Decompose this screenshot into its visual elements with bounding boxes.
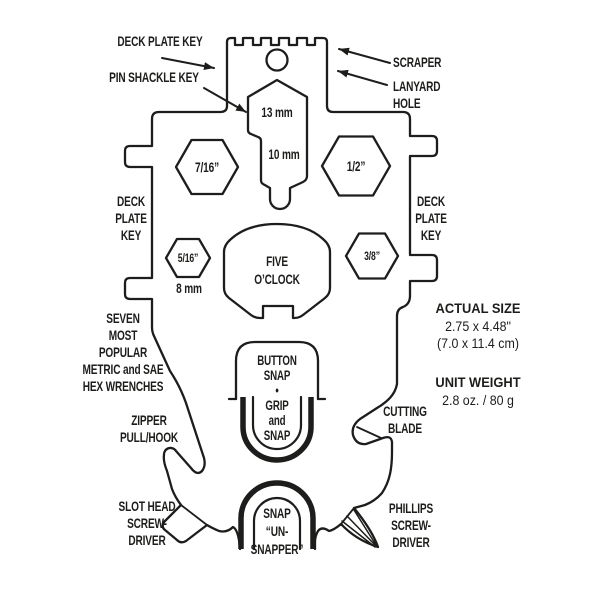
hex-cutout-1-2 — [322, 137, 390, 196]
marking-hex-5-16: 5/16” — [177, 251, 199, 265]
callout-pin-shackle-key: PIN SHACKLE KEY — [109, 69, 199, 85]
marking-hex-3-8: 3/8” — [364, 249, 380, 263]
marking-13-mm: 13 mm — [261, 104, 293, 120]
callout-lanyard-hole: LANYARD HOLE — [393, 78, 441, 111]
grip-snap-channel-inner — [253, 397, 301, 449]
lanyard-hole-cutout — [267, 50, 288, 71]
callout-hex-wrench-note: SEVEN MOST POPULAR METRIC and SAE HEX WR… — [82, 310, 164, 394]
callout-deck-plate-key-top: DECK PLATE KEY — [117, 33, 203, 49]
unsnapper-arch-inner — [254, 498, 300, 549]
actual-size-title: ACTUAL SIZE — [435, 300, 521, 316]
callout-phillips-screwdriver: PHILLIPS SCREW- DRIVER — [388, 500, 434, 550]
marking-10-mm: 10 mm — [268, 146, 300, 162]
button-snap-dome — [236, 342, 318, 399]
bottle-opener-cutout — [224, 224, 330, 318]
callout-deck-plate-key-right: DECK PLATE KEY — [415, 193, 447, 243]
actual-size-inches: 2.75 x 4.48" — [445, 318, 511, 334]
cutting-blade-bevel — [357, 427, 381, 438]
tool-outline — [125, 38, 437, 549]
marking-five-oclock: FIVE O’CLOCK — [254, 253, 300, 287]
spec-unit-weight: UNIT WEIGHT 2.8 oz. / 80 g — [418, 374, 538, 409]
marking-hex-1-2: 1/2” — [346, 158, 366, 174]
slot-head-base-line — [181, 505, 207, 525]
arrow-deck-plate-key-top — [162, 58, 214, 71]
arrow-pin-shackle-key — [204, 88, 246, 112]
actual-size-metric: (7.0 x 11.4 cm) — [437, 336, 519, 351]
arrow-scraper — [339, 47, 390, 63]
grip-snap-channel-outer — [243, 397, 311, 460]
hex-cutout-3-8 — [346, 234, 398, 279]
marking-hex-7-16: 7/16” — [195, 159, 219, 175]
unit-weight-value: 2.8 oz. / 80 g — [442, 392, 514, 408]
callout-scraper: SCRAPER — [393, 54, 442, 70]
hex-cutout-7-16 — [176, 140, 238, 194]
hex-cutout-5-16 — [166, 239, 210, 277]
callout-deck-plate-key-left: DECK PLATE KEY — [115, 193, 147, 243]
phillips-flutes — [342, 510, 376, 547]
marking-snap-unsnapper: SNAP “UN- SNAPPER” — [250, 505, 304, 557]
pin-shackle-key-cutout — [248, 80, 307, 209]
unit-weight-title: UNIT WEIGHT — [435, 374, 521, 390]
callout-slot-head-screwdriver: SLOT HEAD SCREW- DRIVER — [118, 498, 176, 548]
marking-8-mm: 8 mm — [176, 280, 202, 296]
callout-zipper-pull-hook: ZIPPER PULL/HOOK — [119, 412, 179, 445]
callout-cutting-blade: CUTTING BLADE — [383, 403, 427, 436]
marking-button-snap-grip: BUTTON SNAP • GRIP and SNAP — [257, 353, 297, 443]
unsnapper-arch-outer — [241, 483, 313, 549]
spec-actual-size: ACTUAL SIZE 2.75 x 4.48" (7.0 x 11.4 cm) — [418, 300, 538, 353]
arrow-lanyard-hole — [338, 69, 387, 85]
